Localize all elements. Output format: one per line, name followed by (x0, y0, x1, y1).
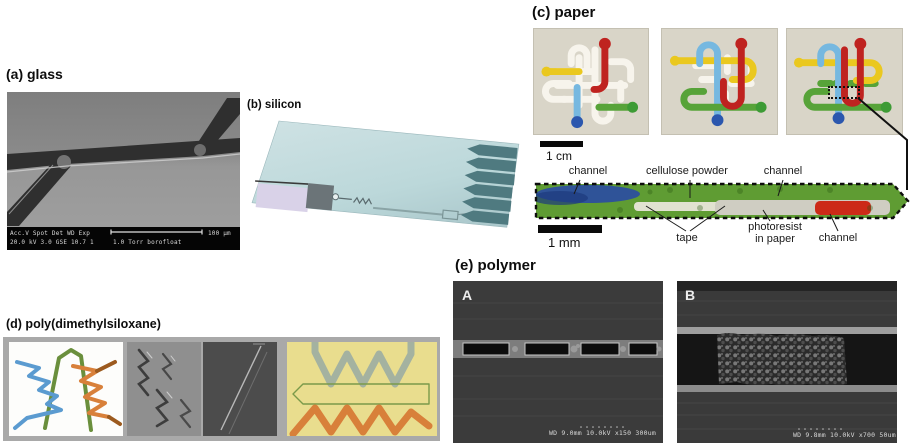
silicon-serpentine-mixer (338, 196, 372, 205)
polymer-a-sem-text: WD 9.0mm 10.0kV x150 300um (549, 429, 656, 437)
silicon-chip-illustration (251, 120, 520, 228)
scale-bar-1cm (540, 141, 583, 147)
paper3-colored-channels (793, 37, 892, 125)
callout-dashed-box (828, 86, 860, 99)
label-photoresist-line2: in paper (755, 233, 795, 245)
strip-pointer-lines (573, 179, 839, 232)
polymer-a-debris (512, 344, 662, 353)
polymer-sem-b: B WD 9.8mm 10.0kV x700 50um (677, 281, 897, 443)
silicon-dark-pad (305, 183, 335, 211)
silicon-channel (373, 206, 443, 216)
panel-e-title: (e) polymer (455, 257, 536, 274)
sem-values-text: 20.0 kV 3.0 GSE 10.7 1 (10, 239, 94, 246)
pdms-image-strip (3, 337, 440, 441)
polymer-a-letter: A (462, 287, 473, 303)
label-cellulose-powder: cellulose powder (646, 165, 728, 177)
paper2-colored-channels (669, 37, 767, 127)
silicon-inlet-pad (255, 183, 310, 213)
label-channel-top-left: channel (568, 165, 608, 177)
polymer-a-channels (462, 342, 658, 356)
scale-bar-100um: 100 μm (110, 229, 231, 237)
paper-cross-section-strip (534, 179, 910, 232)
sem-condition-text: 1.0 Torr borofloat (113, 239, 182, 246)
pdms-orange-coil (71, 364, 111, 419)
polymer-b-letter: B (685, 287, 696, 303)
strip-dashed-outline (534, 182, 910, 220)
sem-header-text: Acc.V Spot Det WD Exp (10, 230, 90, 237)
paper-device-2 (661, 28, 778, 135)
svg-text:100 μm: 100 μm (208, 230, 231, 237)
polymer-b-sem-text: WD 9.8mm 10.0kV x700 50um (793, 431, 896, 439)
pdms-blue-coil (13, 360, 63, 430)
callout-line (857, 97, 908, 190)
pdms-sem-channel (203, 342, 277, 436)
silicon-outlet-arrows (460, 144, 518, 225)
scale-label-1mm: 1 mm (548, 235, 581, 250)
panel-a-title: (a) glass (6, 66, 63, 82)
paper-device-1 (533, 28, 649, 135)
panel-c-title: (c) paper (532, 4, 596, 21)
pdms-schematic (9, 342, 123, 436)
glass-sem-image: Acc.V Spot Det WD Exp 20.0 kV 3.0 GSE 10… (7, 92, 240, 250)
paper1-colored-channels (541, 37, 639, 129)
polymer-b-porous-monolith (717, 333, 847, 387)
scale-label-1cm: 1 cm (546, 149, 573, 163)
paper-device-3 (786, 28, 903, 135)
pdms-sem-zigzag (127, 342, 201, 436)
label-tape: tape (676, 232, 698, 244)
sem-info-bar (7, 227, 240, 250)
glass-branch-lower (7, 162, 71, 226)
panel-b-title: (b) silicon (247, 99, 302, 111)
label-channel-top-right: channel (763, 165, 803, 177)
label-photoresist-line1: photoresist (748, 221, 802, 233)
scale-bar-1mm (538, 225, 602, 233)
pdms-yellow-device (287, 342, 437, 436)
polymer-sem-a: A WD 9.0mm 10.0kV x150 300um (453, 281, 663, 443)
panel-d-title: (d) poly(dimethylsiloxane) (6, 317, 161, 331)
label-channel-bottom: channel (818, 232, 858, 244)
glass-branch-upper (193, 98, 240, 154)
